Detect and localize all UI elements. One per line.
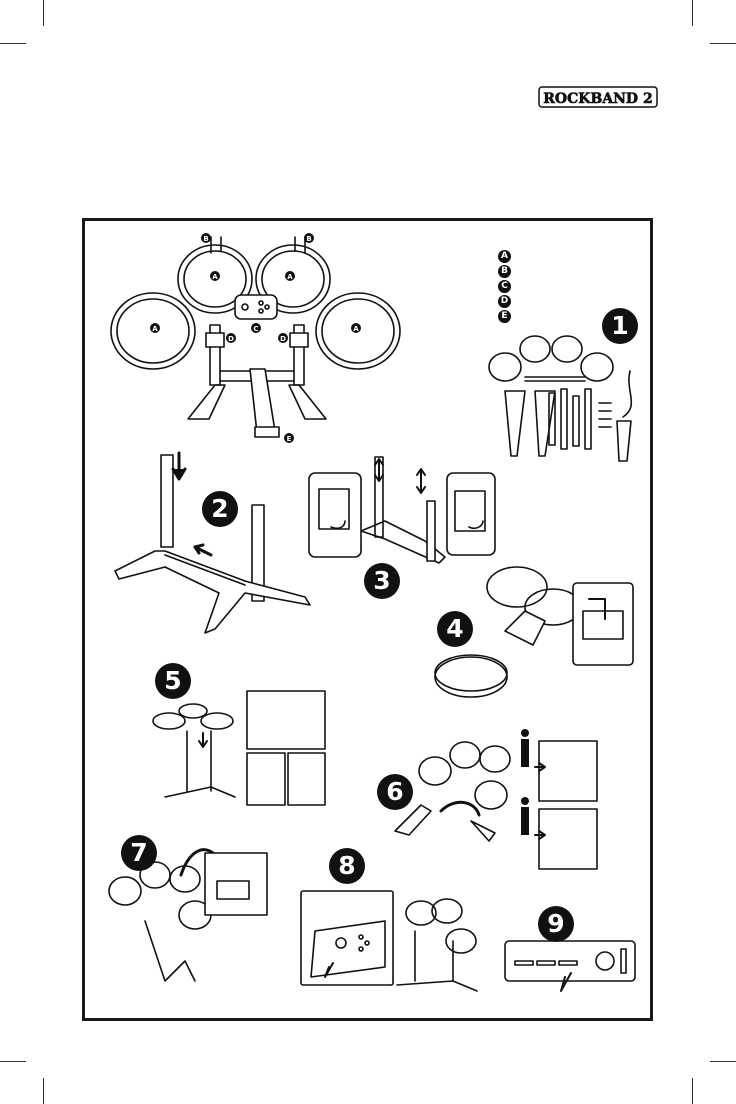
step-number-1: 1 <box>602 308 638 344</box>
rock-band-2-logo: ROCKBAND 2 <box>538 84 658 110</box>
step-9-console <box>505 941 635 991</box>
person-icon <box>521 729 529 835</box>
step-5-mount-cymbals <box>153 691 325 805</box>
step-number-4: 4 <box>437 611 473 647</box>
legend-item-e: E <box>498 310 511 323</box>
label-clamp-left: D <box>228 335 234 343</box>
step-3-adjust <box>309 457 495 563</box>
step-6-connect-pedal <box>395 729 597 869</box>
label-controller: C <box>253 325 258 333</box>
label-pad-4: A <box>353 325 359 333</box>
crop-mark <box>710 1061 736 1062</box>
crop-mark <box>43 1078 44 1104</box>
drum-kit-overview <box>111 237 400 437</box>
label-cymbal-left: B <box>203 235 208 243</box>
legend-item-c: C <box>498 280 511 293</box>
label-clamp-right: D <box>280 335 286 343</box>
instruction-frame: B B A A A A C D D E <box>82 218 653 1021</box>
step-number-3: 3 <box>364 563 400 599</box>
step-8-controller <box>301 891 477 991</box>
label-pad-1: A <box>212 273 218 281</box>
step-number-5: 5 <box>155 663 191 699</box>
step-number-9: 9 <box>538 906 574 942</box>
step-1-parts <box>489 336 631 461</box>
label-pad-2: A <box>287 273 293 281</box>
crop-mark <box>0 1061 26 1062</box>
label-pad-3: A <box>152 325 158 333</box>
step-number-6: 6 <box>377 774 413 810</box>
legend-item-a: A <box>498 250 511 263</box>
legend-item-b: B <box>498 265 511 278</box>
step-number-8: 8 <box>329 848 365 884</box>
label-pedal: E <box>287 435 292 443</box>
step-2-assembly <box>115 453 310 633</box>
crop-mark <box>692 0 693 26</box>
legend-item-d: D <box>498 295 511 308</box>
crop-mark <box>710 43 736 44</box>
crop-mark <box>692 1078 693 1104</box>
kick-pedal <box>250 369 275 433</box>
step-number-7: 7 <box>121 835 157 871</box>
assembly-illustration: B B A A A A C D D E <box>85 221 650 1018</box>
step-number-2: 2 <box>202 491 238 527</box>
logo-text: ROCKBAND 2 <box>543 91 652 107</box>
crop-mark <box>43 0 44 26</box>
label-cymbal-right: B <box>306 235 311 243</box>
crop-mark <box>0 43 26 44</box>
